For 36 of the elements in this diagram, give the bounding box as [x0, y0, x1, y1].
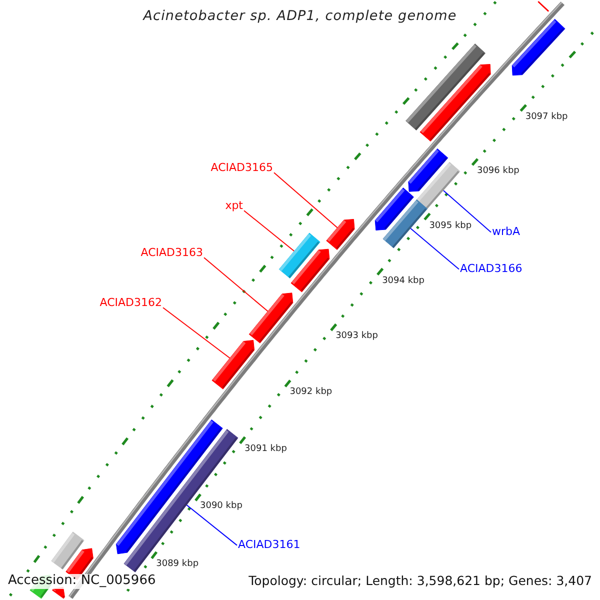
gene-label: ACIAD3163 [140, 247, 203, 260]
leader-line [274, 172, 338, 228]
scale-label: 3091 kbp [244, 444, 287, 455]
scale-label: 3095 kbp [429, 220, 472, 231]
title: Acinetobacter sp. ADP1, complete genome [142, 9, 458, 25]
gene-feature [374, 188, 414, 230]
scale-label: 3090 kbp [200, 501, 242, 512]
scale-label: 3089 kbp [156, 559, 199, 570]
gene-label: ACIAD3165 [210, 162, 273, 175]
gene-feature [212, 340, 255, 390]
leader-line [442, 190, 492, 233]
accession-label: Accession: NC_005966 [6, 574, 158, 589]
leader-line [244, 210, 295, 252]
gene-feature [326, 218, 355, 250]
genome-summary: Topology: circular; Length: 3,598,621 bp; Genes: 3,407 [246, 574, 594, 588]
gene-label: xpt [225, 200, 243, 213]
gene-feature [420, 64, 491, 142]
gene-feature [116, 419, 223, 554]
scale-label: 3094 kbp [382, 276, 424, 286]
leader-line [162, 307, 230, 359]
gene-feature [408, 148, 448, 192]
gene-label: ACIAD3161 [238, 539, 300, 552]
gene-feature [538, 1, 550, 12]
gene-feature [248, 292, 294, 344]
scale-label: 3096 kbp [476, 166, 520, 176]
leader-line [186, 504, 238, 546]
gene-label: wrbA [492, 226, 520, 239]
gene-label: ACIAD3162 [100, 297, 162, 310]
scale-label: 3093 kbp [336, 331, 378, 342]
scale-label: 3092 kbp [290, 387, 332, 398]
leader-line [204, 257, 268, 312]
gene-feature [512, 18, 566, 76]
gene-feature [290, 248, 330, 292]
leader-line [410, 228, 460, 270]
scale-label: 3097 kbp [525, 112, 568, 122]
gene-label: ACIAD3166 [460, 263, 522, 276]
